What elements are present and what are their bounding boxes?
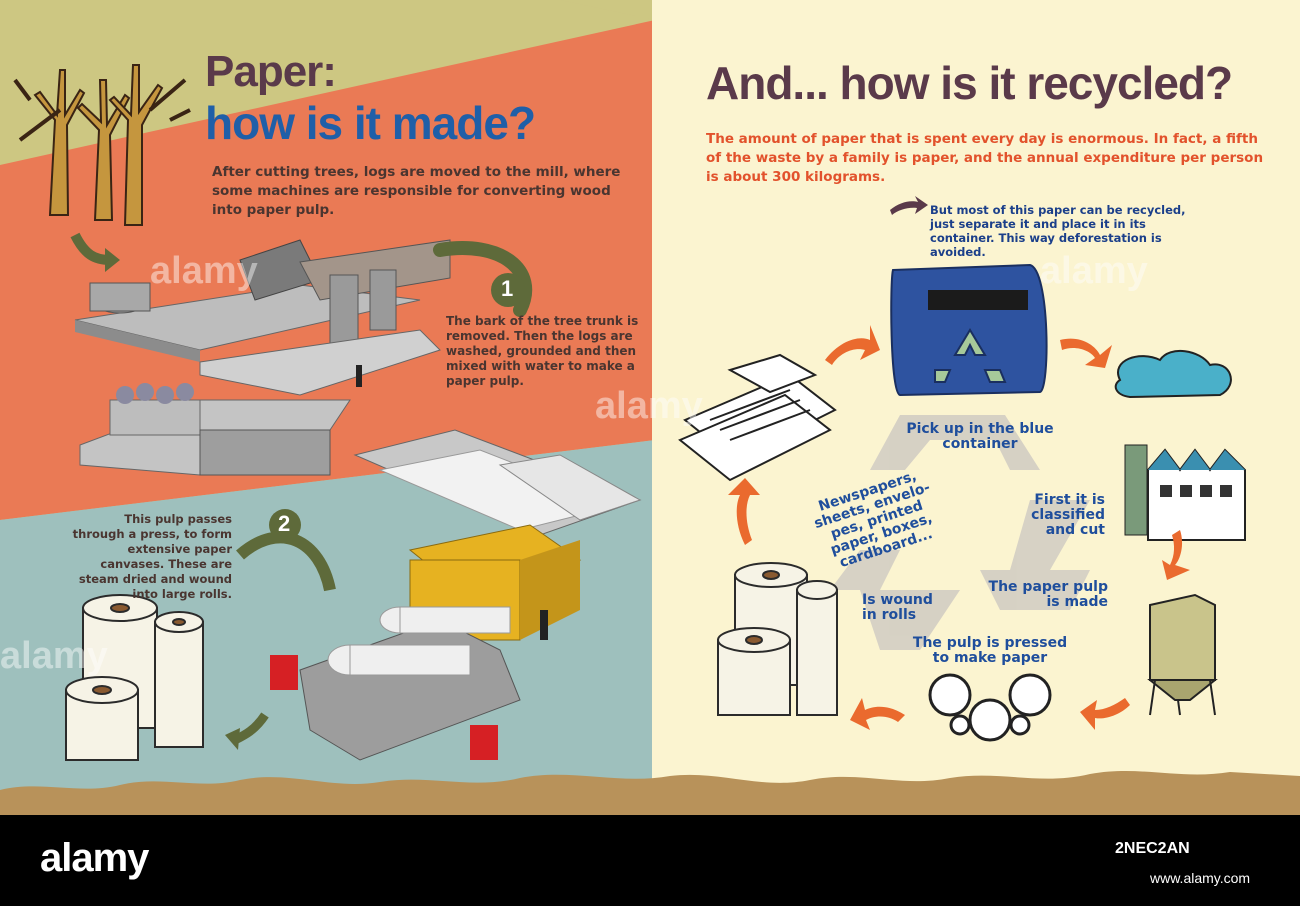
step1-arrow [433,241,533,317]
cycle-step-pickup: Pick up in the blue container [906,421,1054,452]
left-title-line2: how is it made? [205,97,536,149]
right-title: And... how is it recycled? [706,57,1233,109]
footer-logo: alamy [40,836,149,880]
recycle-background-arrows [830,415,1090,650]
step1-badge [491,273,525,307]
step1-description: The bark of the tree trunk is removed. T… [446,314,639,388]
watermark: alamy [1040,250,1148,292]
cycle-step-pulp: The paper pulp is made [988,579,1108,610]
footer-url: www.alamy.com [1150,870,1251,886]
step2-number: 2 [278,511,291,536]
newspapers-illustration [678,353,837,482]
recycling-factory [1114,349,1246,541]
paper-rolls-left [65,594,204,761]
pulp-silo [1147,593,1218,716]
trees-illustration [13,64,191,226]
step2-badge [269,509,301,541]
right-intro-text: The amount of paper that is spent every … [706,131,1264,185]
watermark: alamy [0,635,108,677]
watermark: alamy [150,250,258,292]
step1-number: 1 [501,276,514,301]
blue-recycling-bin [890,263,1048,397]
pulp-mill-machinery [74,239,451,476]
cardboard-strip [0,771,1300,815]
step2-description: This pulp passes through a press, to for… [72,512,232,601]
recycle-note: But most of this paper can be recycled, … [930,203,1186,259]
cycle-step-pressed: The pulp is pressed to make paper [912,635,1068,666]
paper-machine [270,429,642,761]
left-intro-text: After cutting trees, logs are moved to t… [212,164,621,218]
press-rollers [928,673,1052,742]
cycle-step-wound: Is wound in rolls [862,592,933,623]
note-arrow [890,196,928,215]
watermark: alamy [595,385,703,427]
step2-arrow [236,531,336,592]
footer-bar [0,815,1300,906]
left-title-line1: Paper: [205,47,337,96]
cycle-arrows [728,325,1190,730]
footer-image-id: 2NEC2AN [1115,840,1190,857]
paper-rolls-right [717,562,838,716]
cycle-step-classified: First it is classified and cut [1031,492,1105,538]
